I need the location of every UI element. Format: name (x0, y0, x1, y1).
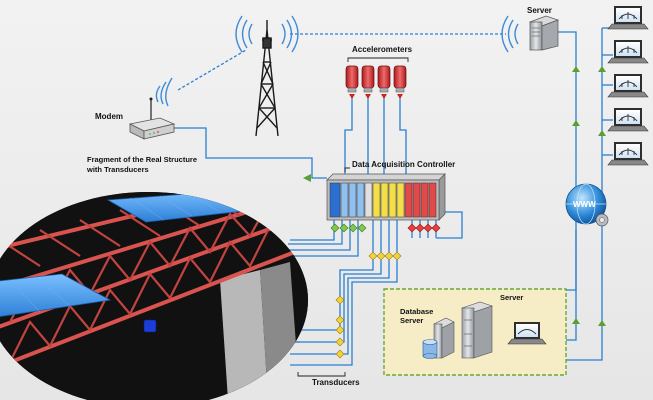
transducers-bracket (297, 372, 346, 377)
server-icon (433, 317, 455, 359)
modem-icon (128, 97, 176, 140)
server-box-label: Server (500, 293, 523, 302)
laptop-icon (607, 142, 649, 166)
database-server-zone (383, 288, 567, 376)
laptop-column (607, 6, 649, 166)
database-label-line1: Database (400, 307, 433, 316)
server-top-label: Server (527, 6, 552, 15)
server-icon (528, 15, 560, 51)
junction-nodes (330, 223, 441, 359)
accelerometer-icon (345, 65, 359, 99)
flow-arrows (303, 66, 606, 326)
dac-rack (326, 167, 446, 221)
laptop-icon (507, 322, 547, 345)
antenna-tower-icon (255, 20, 279, 137)
laptop-icon (607, 40, 649, 64)
database-label-line2: Server (400, 316, 423, 325)
laptop-icon (607, 6, 649, 30)
database-icon (422, 339, 438, 359)
wireless-links (177, 33, 506, 91)
server-icon (461, 301, 493, 359)
transducers-label: Transducers (312, 378, 360, 387)
dac-label: Data Acquisition Controller (352, 160, 455, 169)
laptop-icon (607, 74, 649, 98)
accelerometer-icon (377, 65, 391, 99)
bridge-fragment (0, 192, 308, 400)
modem-label: Modem (95, 112, 123, 121)
accelerometer-group (345, 57, 409, 99)
laptop-icon (607, 108, 649, 132)
fragment-label-line2: with Transducers (86, 165, 149, 174)
globe-www-icon (565, 183, 609, 227)
www-label: WWW (573, 200, 596, 209)
accelerometers-label: Accelerometers (352, 45, 413, 54)
accelerometer-icon (393, 65, 407, 99)
fragment-label-line1: Fragment of the Real Structure (87, 155, 197, 164)
signal-waves (155, 15, 519, 107)
accelerometer-icon (361, 65, 375, 99)
